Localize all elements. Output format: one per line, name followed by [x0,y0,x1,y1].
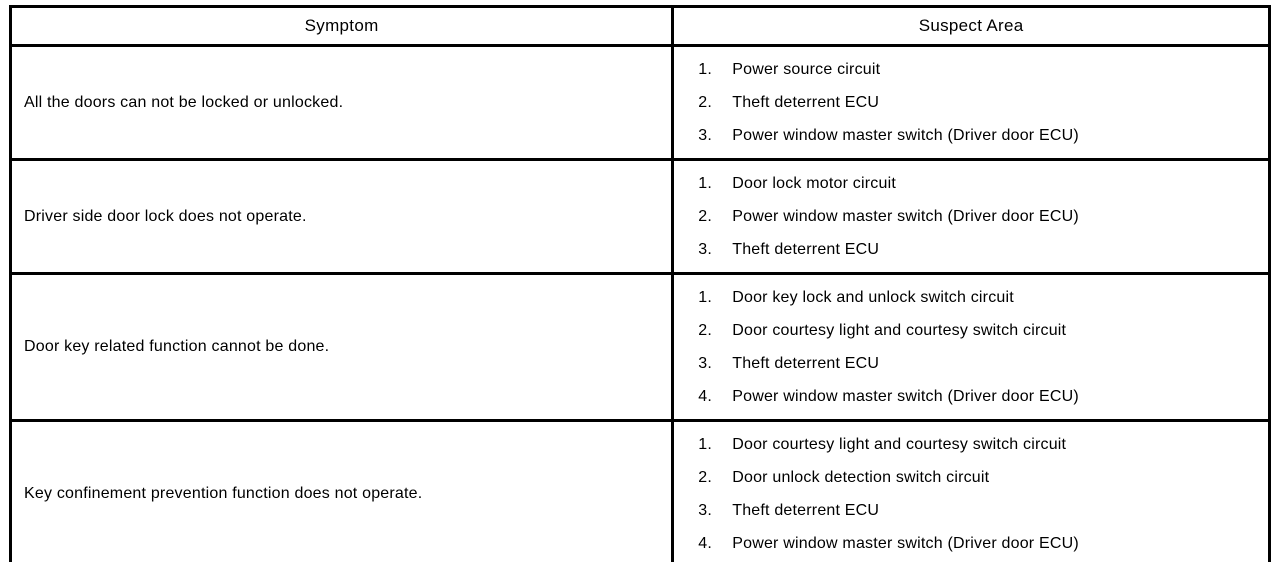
symptom-cell: Key confinement prevention function does… [8,419,675,562]
symptom-cell: All the doors can not be locked or unloc… [8,44,675,161]
suspect-area-item-number: 1. [698,175,712,192]
suspect-area-cell: 1. Door courtesy light and courtesy switc… [671,419,1271,562]
suspect-area-item: 3. Theft deterrent ECU [698,233,1262,266]
suspect-area-cell: 1. Door lock motor circuit 2. Power window … [671,158,1271,275]
suspect-area-item-number: 2. [698,322,712,339]
suspect-area-item-label: Door key lock and unlock switch circuit [732,289,1014,306]
table-row: Door key related function cannot be done… [8,272,1271,422]
suspect-area-item-number: 2. [698,208,712,225]
suspect-area-item-label: Theft deterrent ECU [732,355,880,372]
table-body: All the doors can not be locked or unloc… [8,44,1271,562]
suspect-area-cell: 1. Power source circuit 2. Theft deterrent … [671,44,1271,161]
symptom-cell: Door key related function cannot be done… [8,272,675,422]
suspect-area-item-number: 4. [698,388,712,405]
suspect-area-item: 1. Door key lock and unlock switch circui… [698,281,1262,314]
suspect-area-item-label: Theft deterrent ECU [732,241,880,258]
suspect-area-item: 2. Theft deterrent ECU [698,86,1262,119]
suspect-area-item: 1. Door courtesy light and courtesy switc… [698,428,1262,461]
table-row: Driver side door lock does not operate. 1… [8,158,1271,275]
suspect-area-item-number: 2. [698,469,712,486]
header-row: Symptom Suspect Area [8,5,1271,47]
suspect-area-item-label: Theft deterrent ECU [732,94,880,111]
suspect-area-item: 3. Theft deterrent ECU [698,494,1262,527]
suspect-area-item: 2. Power window master switch (Driver doo… [698,200,1262,233]
suspect-area-item-number: 3. [698,241,712,258]
suspect-area-cell: 1. Door key lock and unlock switch circui… [671,272,1271,422]
suspect-area-item-label: Power window master switch (Driver door … [732,127,1079,144]
suspect-area-item-number: 3. [698,355,712,372]
suspect-area-item-number: 2. [698,94,712,111]
suspect-area-item: 2. Door unlock detection switch circuit [698,461,1262,494]
suspect-area-item-label: Power window master switch (Driver door … [732,535,1079,552]
suspect-area-item: 3. Power window master switch (Driver doo… [698,119,1262,152]
suspect-area-item-number: 1. [698,289,712,306]
suspect-area-item-label: Door courtesy light and courtesy switch … [732,322,1067,339]
suspect-area-item-label: Power window master switch (Driver door … [732,208,1079,225]
suspect-area-item: 1. Power source circuit [698,53,1262,86]
suspect-area-item: 4. Power window master switch (Driver doo… [698,527,1262,560]
column-header-suspect-area: Suspect Area [671,5,1271,47]
suspect-area-item-number: 3. [698,502,712,519]
symptom-suspect-table: Symptom Suspect Area All the doors can n… [8,5,1271,562]
suspect-area-item-number: 1. [698,436,712,453]
suspect-area-item-number: 1. [698,61,712,78]
table-row: Key confinement prevention function does… [8,419,1271,562]
suspect-area-item: 2. Door courtesy light and courtesy switc… [698,314,1262,347]
symptom-cell: Driver side door lock does not operate. [8,158,675,275]
suspect-area-item-label: Power source circuit [732,61,881,78]
suspect-area-item-label: Door courtesy light and courtesy switch … [732,436,1067,453]
suspect-area-item-label: Door unlock detection switch circuit [732,469,990,486]
suspect-area-item: 4. Power window master switch (Driver doo… [698,380,1262,413]
table-row: All the doors can not be locked or unloc… [8,44,1271,161]
suspect-area-item-label: Power window master switch (Driver door … [732,388,1079,405]
suspect-area-item-number: 3. [698,127,712,144]
suspect-area-item-label: Door lock motor circuit [732,175,896,192]
suspect-area-item-label: Theft deterrent ECU [732,502,880,519]
suspect-area-item: 1. Door lock motor circuit [698,167,1262,200]
suspect-area-item: 3. Theft deterrent ECU [698,347,1262,380]
suspect-area-item-number: 4. [698,535,712,552]
column-header-symptom: Symptom [8,5,675,47]
